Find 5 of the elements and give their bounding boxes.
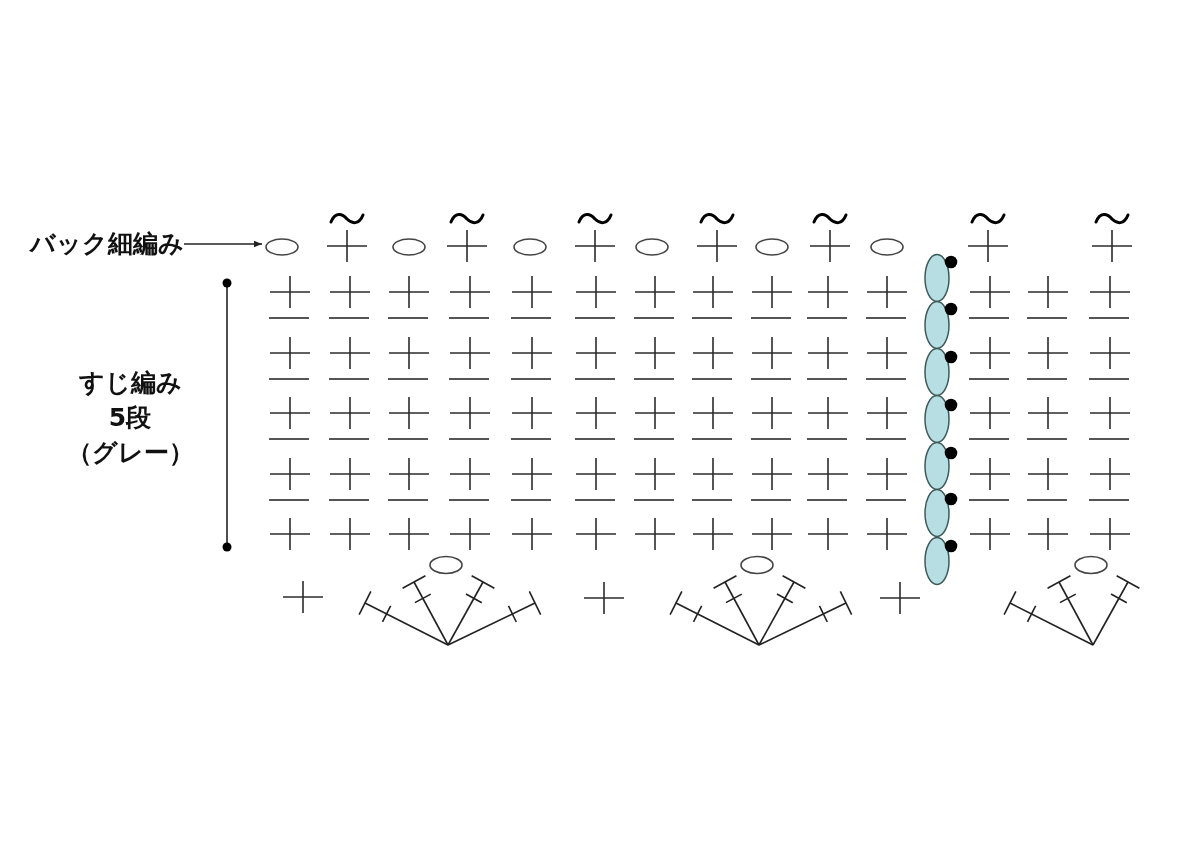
arrow xyxy=(183,240,263,248)
row-label: すじ編み xyxy=(78,368,182,398)
row-label: （グレー） xyxy=(66,438,194,468)
row-label: 5段 xyxy=(108,403,152,433)
row-label: バック細編み xyxy=(30,229,184,259)
